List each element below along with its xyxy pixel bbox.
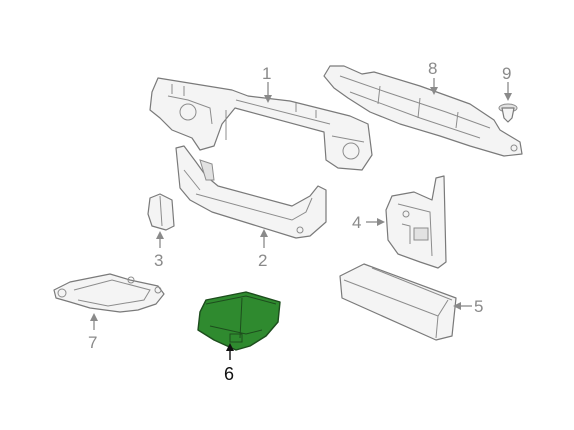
- part-6-splash-shield[interactable]: [197, 291, 281, 351]
- part-3-bracket[interactable]: [147, 193, 175, 231]
- part-5-deflector[interactable]: [339, 263, 457, 341]
- callout-leader-9: [504, 82, 512, 101]
- part-9-push-clip[interactable]: [498, 103, 518, 123]
- callout-7[interactable]: 7: [88, 333, 97, 352]
- callout-leader-4: [366, 218, 385, 226]
- callout-leader-3: [156, 231, 164, 248]
- callout-5[interactable]: 5: [474, 297, 483, 316]
- callout-leader-8: [430, 78, 438, 95]
- callout-6[interactable]: 6: [224, 364, 234, 384]
- part-1-radiator-support[interactable]: [149, 77, 373, 171]
- callout-1[interactable]: 1: [262, 64, 271, 83]
- callout-leader-2: [260, 229, 268, 248]
- callout-leader-6: [226, 343, 234, 360]
- callout-2[interactable]: 2: [258, 251, 267, 270]
- part-8-upper-cover[interactable]: [323, 65, 523, 157]
- part-4-latch-bracket[interactable]: [385, 175, 447, 269]
- callout-8[interactable]: 8: [428, 59, 437, 78]
- part-7-side-panel[interactable]: [53, 273, 165, 313]
- callout-leader-1: [264, 82, 272, 103]
- callout-9[interactable]: 9: [502, 64, 511, 83]
- callout-4[interactable]: 4: [352, 213, 361, 232]
- callout-leader-7: [90, 313, 98, 330]
- part-2-lower-shield[interactable]: [175, 145, 327, 239]
- callout-3[interactable]: 3: [154, 251, 163, 270]
- callout-leader-5: [453, 302, 472, 310]
